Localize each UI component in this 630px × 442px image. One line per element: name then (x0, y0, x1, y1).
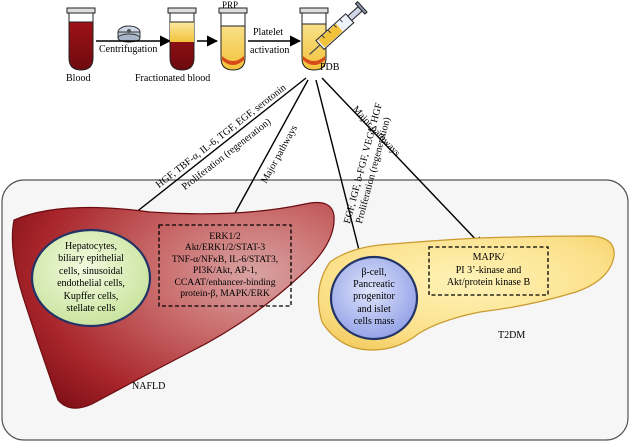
liver-cell-line: Hepatocytes, (65, 241, 117, 252)
pancreas-cell-ellipse (329, 255, 419, 341)
pancreas-cell-line: Pancreatic (353, 279, 395, 291)
liver-cell-line: stellate cells (66, 303, 116, 315)
pancreas-pathway-line: MAPK/ (472, 252, 505, 263)
pancreas-cell-line: β-cell, (361, 267, 387, 278)
centrifuge-icon (117, 25, 141, 43)
liver-pathway-line: CCAAT/enhancer-binding (174, 276, 276, 288)
liver-cell-ellipse (30, 228, 152, 328)
fractionated-tube-icon (167, 7, 197, 71)
pdb-label: PDB (320, 62, 340, 73)
centrifugation-label: Centrifugation (99, 44, 158, 55)
liver-cell-line: biliary epithelial (58, 253, 124, 265)
liver-pathway-line: ERK1/2 (209, 231, 241, 242)
liver-pathway-line: Akt/ERK1/2/STAT-3 (184, 242, 266, 254)
liver-cell-line: cells, sinusoidal (59, 265, 123, 277)
pancreas-cell-line: and islet (357, 303, 391, 315)
activation-label: activation (250, 45, 290, 56)
pancreas-cell-line: progenitor (353, 291, 395, 303)
pancreas-pathways-box (428, 246, 549, 296)
arrow-to-liver-pathways (228, 79, 309, 225)
liver-pathway-line: protein-β, MAPK/ERK (180, 288, 270, 300)
pancreas-pathway-line: Akt/protein kinase B (446, 277, 531, 289)
liver-pathways-text: ERK1/2 Akt/ERK1/2/STAT-3 TNF-α/NFκB, IL-… (159, 231, 291, 299)
t2dm-label: T2DM (498, 330, 526, 341)
pancreas-cell-text: β-cell, Pancreatic progenitor and islet … (334, 267, 414, 328)
pancreas-pathways-text: MAPK/ PI 3’-kinase and Akt/protein kinas… (429, 252, 548, 290)
pdb-tube-icon (299, 7, 329, 71)
liver-pathway-line: TNF-α/NFκB, IL-6/STAT3, (171, 253, 279, 265)
pancreas-pathway-line: PI 3’-kinase and (455, 264, 522, 276)
liver-cell-line: Kupffer cells, (63, 290, 119, 302)
platelet-label: Platelet (253, 27, 283, 38)
liver-cell-line: endothelial cells, (57, 278, 125, 290)
liver-cell-text: Hepatocytes, biliary epithelial cells, s… (36, 241, 146, 315)
prp-label: PRP (222, 0, 239, 10)
nafld-label: NAFLD (132, 381, 166, 392)
blood-label: Blood (66, 73, 91, 84)
syringe-icon (309, 0, 368, 55)
blood-tube-icon (66, 7, 96, 71)
liver-pathways-box (158, 224, 292, 307)
fractionated-blood-label: Fractionated blood (135, 73, 211, 84)
arrow-to-liver-cells (105, 77, 307, 237)
arrow-to-pancreas-cells (315, 79, 365, 263)
liver-pathway-line: PI3K/Akt, AP-1, (192, 265, 258, 277)
arrow-to-pancreas-pathways (321, 77, 483, 247)
prp-tube-icon (218, 7, 248, 71)
pancreas-cell-line: cells mass (353, 315, 395, 327)
